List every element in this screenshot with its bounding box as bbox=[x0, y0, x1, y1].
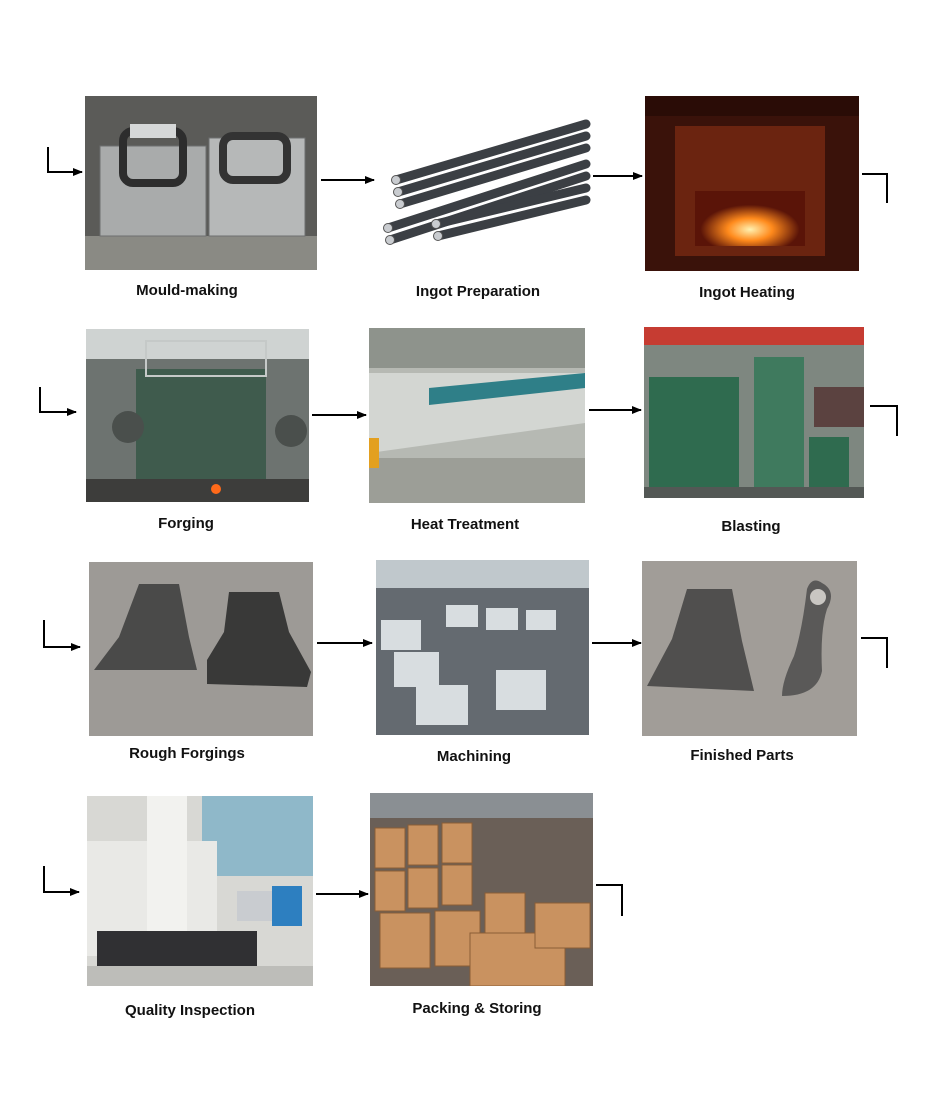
step-label-mould-making: Mould-making bbox=[136, 282, 238, 299]
heat-treatment-photo bbox=[369, 328, 585, 503]
finished-parts-photo bbox=[642, 561, 857, 736]
blasting-photo bbox=[644, 327, 864, 498]
rough-forgings-photo bbox=[89, 562, 313, 736]
step-label-blasting: Blasting bbox=[721, 518, 781, 535]
entry-arrow-row4 bbox=[43, 866, 80, 896]
step-label-packing-storing: Packing & Storing bbox=[412, 1000, 542, 1017]
exit-bracket-row4 bbox=[596, 884, 623, 916]
entry-arrow-row2 bbox=[39, 387, 77, 416]
ingot-preparation-photo bbox=[376, 100, 591, 270]
machining-photo bbox=[376, 560, 589, 735]
forging-photo bbox=[86, 329, 309, 502]
step-label-machining: Machining bbox=[436, 748, 512, 765]
step-label-rough-forgings: Rough Forgings bbox=[129, 745, 245, 762]
step-label-ingot-preparation: Ingot Preparation bbox=[415, 283, 541, 300]
entry-arrow-row1 bbox=[47, 147, 83, 176]
step-label-heat-treatment: Heat Treatment bbox=[410, 516, 520, 533]
exit-bracket-row3 bbox=[861, 637, 888, 668]
step-label-quality-inspection: Quality Inspection bbox=[124, 1002, 256, 1019]
exit-bracket-row1 bbox=[862, 173, 888, 203]
step-label-forging: Forging bbox=[158, 515, 214, 532]
exit-bracket-row2 bbox=[870, 405, 898, 436]
packing-storing-photo bbox=[370, 793, 593, 986]
ingot-heating-photo bbox=[645, 96, 859, 271]
mould-making-photo bbox=[85, 96, 317, 270]
entry-arrow-row3 bbox=[43, 620, 81, 651]
step-label-finished-parts: Finished Parts bbox=[690, 747, 794, 764]
step-label-ingot-heating: Ingot Heating bbox=[699, 284, 795, 301]
quality-inspection-photo bbox=[87, 796, 313, 986]
